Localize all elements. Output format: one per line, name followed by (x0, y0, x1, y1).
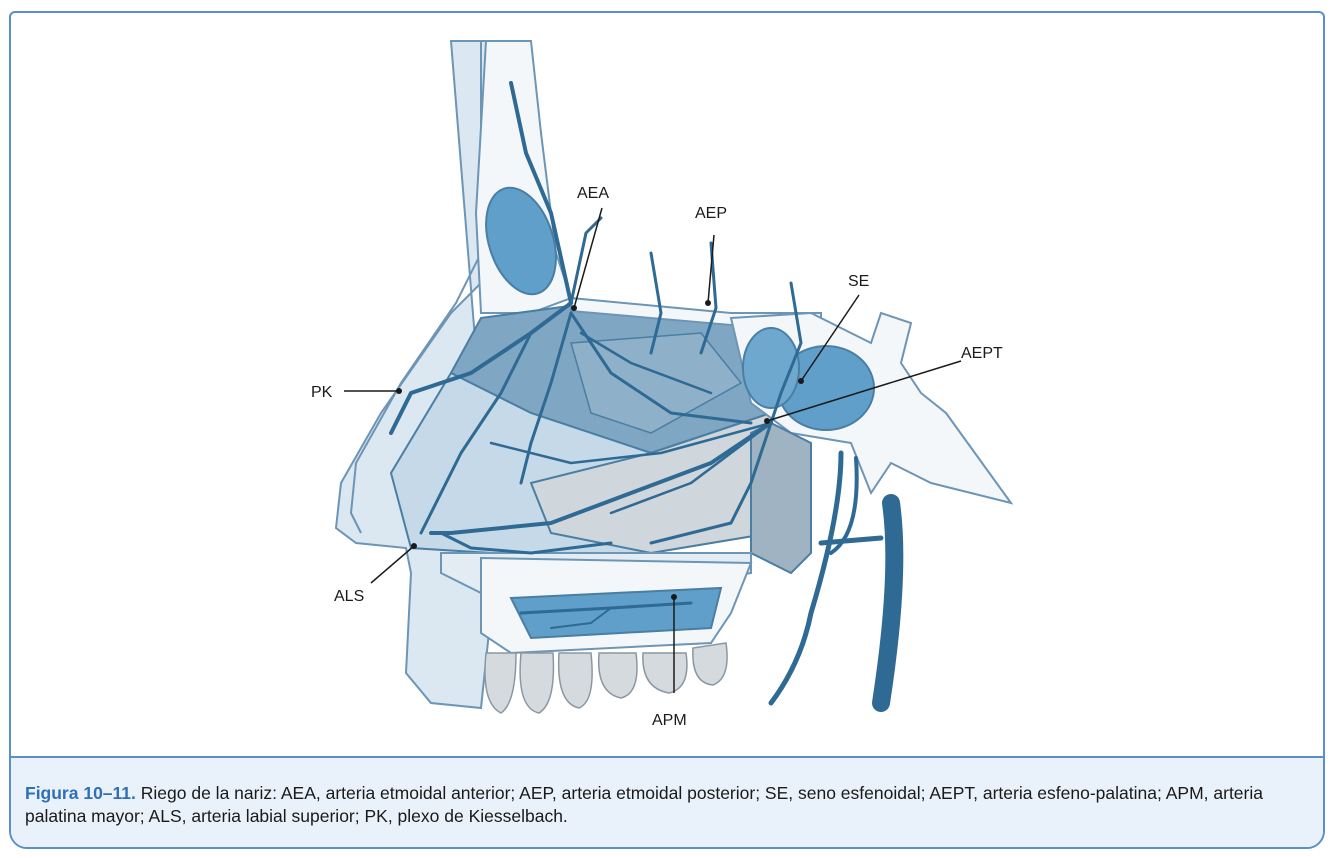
label-se: SE (848, 273, 869, 290)
label-leaders (344, 207, 962, 693)
sphenoid-sinus-inner (742, 327, 800, 409)
label-apm: APM (652, 712, 687, 729)
figure-caption-box: Figura 10–11. Riego de la nariz: AEA, ar… (11, 756, 1323, 847)
nasal-bone-outline (349, 40, 482, 534)
descending-arteries (768, 450, 904, 712)
septum-mid (570, 332, 743, 434)
figure-number: Figura 10–11. (25, 783, 136, 803)
frontal-sinus (485, 186, 557, 296)
label-pk: PK (311, 384, 333, 401)
label-aea: AEA (577, 185, 609, 202)
posterior-septum (750, 421, 812, 575)
label-aep: AEP (695, 205, 727, 222)
figure-caption: Figura 10–11. Riego de la nariz: AEA, ar… (25, 782, 1309, 828)
caption-body: Riego de la nariz: AEA, arteria etmoidal… (25, 783, 1263, 826)
nasal-blood-supply-illustration: AEA AEP SE AEPT PK ALS APM (311, 40, 1014, 729)
label-aept: AEPT (961, 345, 1003, 362)
figure-frame: AEA AEP SE AEPT PK ALS APM Figura 10–11.… (9, 11, 1325, 849)
label-als: ALS (334, 588, 364, 605)
illustration-area: AEA AEP SE AEPT PK ALS APM (11, 13, 1323, 753)
teeth (484, 642, 728, 714)
artery-network (389, 81, 803, 629)
label-dots (396, 300, 804, 600)
